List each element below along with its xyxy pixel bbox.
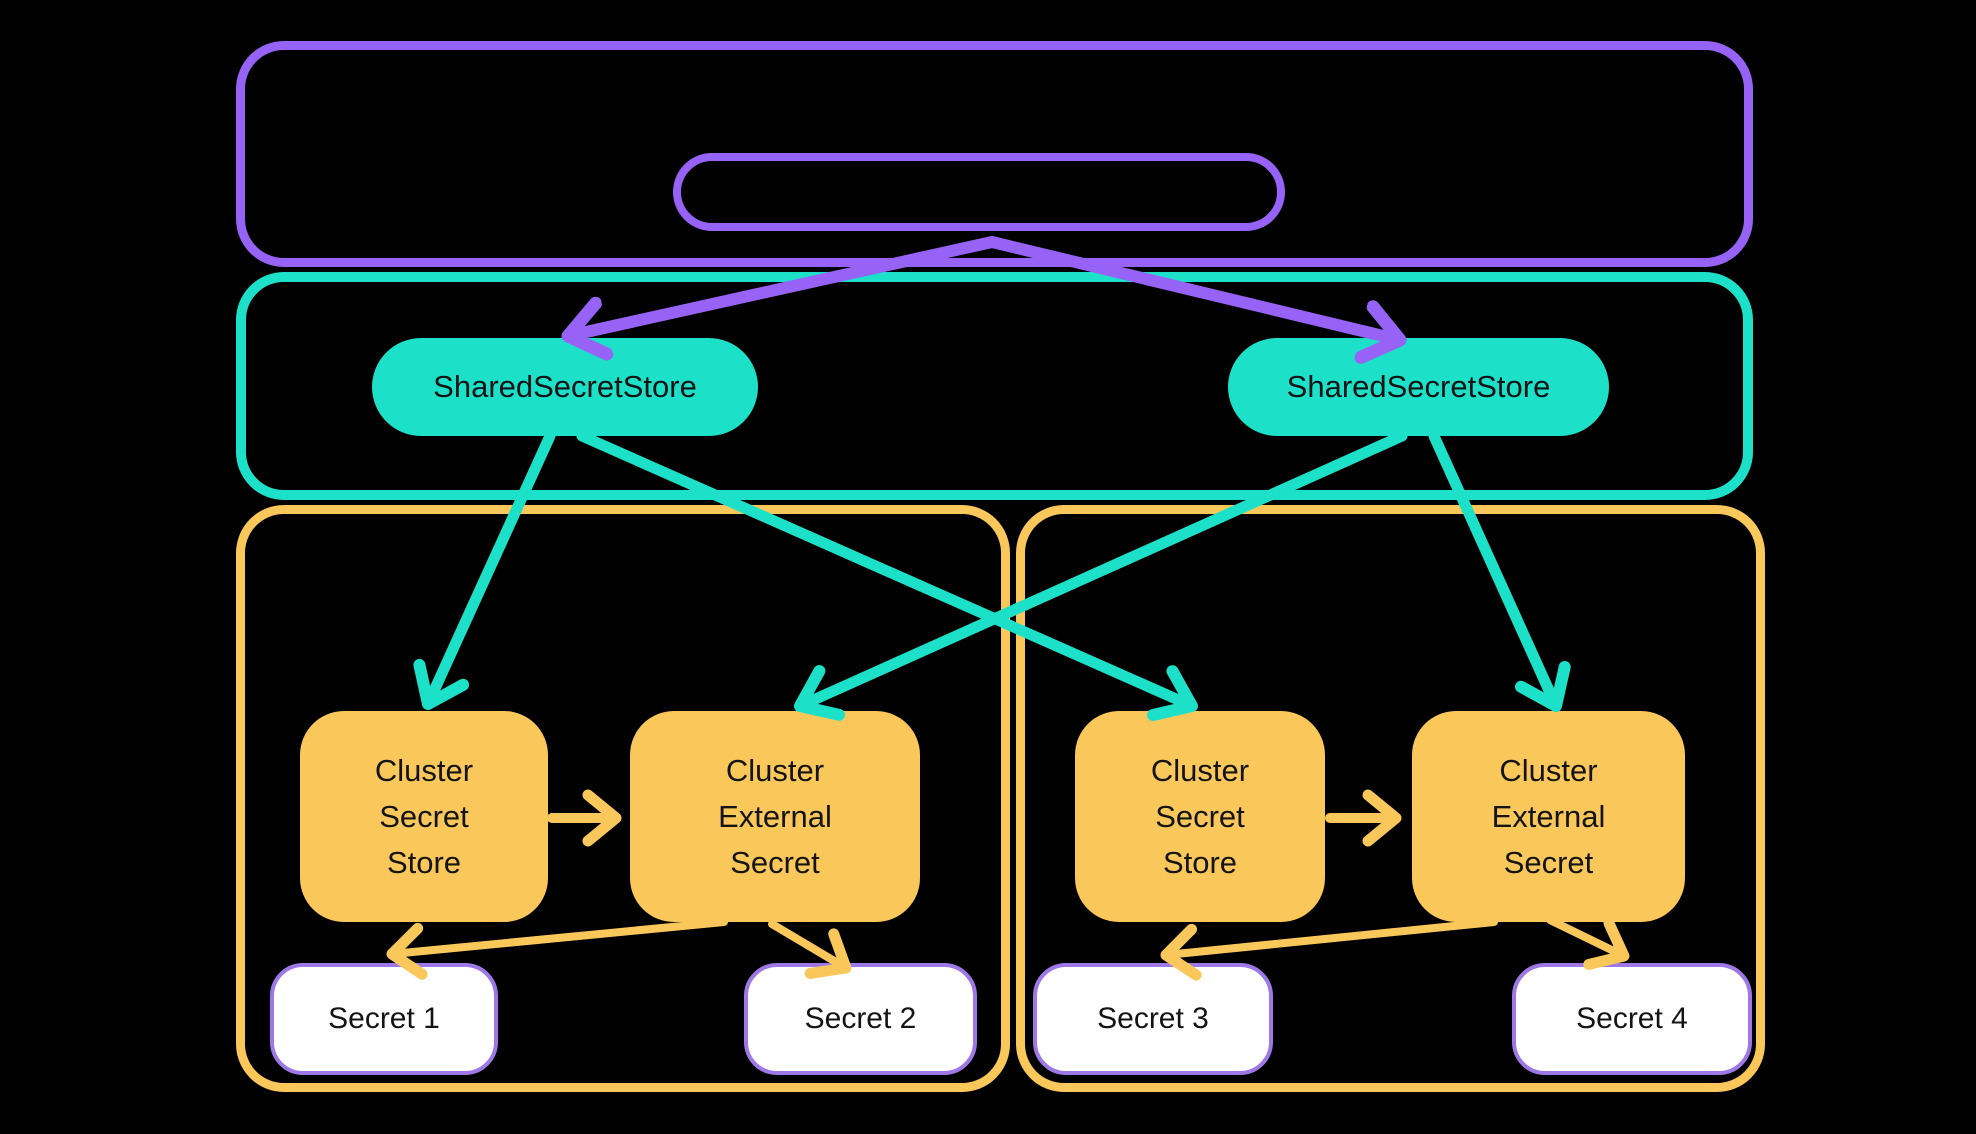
secret-3-pill: Secret 3 (1033, 963, 1273, 1075)
secret-4-pill: Secret 4 (1512, 963, 1752, 1075)
secret-1-pill: Secret 1 (270, 963, 498, 1075)
cluster-secret-store-left-label: Cluster Secret Store (374, 752, 474, 880)
top-pill (673, 153, 1285, 231)
cluster-secret-store-left: Cluster Secret Store (300, 711, 548, 922)
cluster-external-secret-right-label: Cluster External Secret (1491, 752, 1606, 880)
cluster-external-secret-left-label: Cluster External Secret (718, 752, 832, 880)
secret-3-label: Secret 3 (1097, 1002, 1209, 1035)
shared-secret-store-right-label: SharedSecretStore (1286, 369, 1551, 404)
secret-1-label: Secret 1 (328, 1002, 440, 1035)
cluster-external-secret-right: Cluster External Secret (1412, 711, 1685, 922)
cluster-external-secret-left: Cluster External Secret (630, 711, 920, 922)
cluster-secret-store-right: Cluster Secret Store (1075, 711, 1325, 922)
cluster-secret-store-right-label: Cluster Secret Store (1150, 752, 1250, 880)
shared-secret-store-left: SharedSecretStore (372, 338, 758, 436)
secret-2-label: Secret 2 (804, 1002, 917, 1035)
secret-2-pill: Secret 2 (744, 963, 977, 1075)
shared-secret-store-right: SharedSecretStore (1228, 338, 1609, 436)
shared-secret-store-left-label: SharedSecretStore (433, 369, 697, 404)
secret-4-label: Secret 4 (1576, 1002, 1688, 1035)
